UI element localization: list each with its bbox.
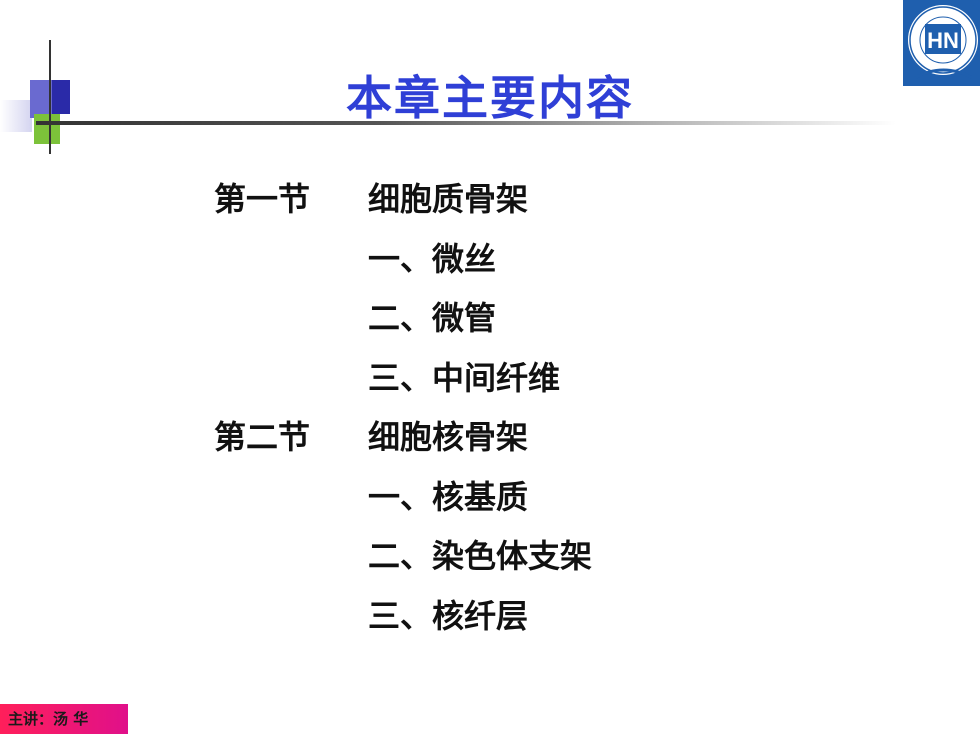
decor-square-purple [30, 80, 52, 118]
university-logo-icon: HN [903, 0, 980, 86]
outline-item-text: 一、核基质 [368, 477, 529, 516]
outline-item-text: 二、微管 [368, 299, 497, 337]
outline-section-label: 第二节 [214, 418, 311, 456]
logo-text: HN [927, 28, 959, 53]
outline-item-text: 二、染色体支架 [368, 537, 593, 575]
decor-gradient [0, 100, 32, 132]
outline-item-text: 一、微丝 [368, 239, 497, 278]
outline-item-text: 三、中间纤维 [368, 358, 561, 397]
slide-title: 本章主要内容 [346, 71, 634, 125]
outline-item-text: 细胞核骨架 [368, 418, 529, 456]
outline-item-text: 细胞质骨架 [368, 180, 529, 218]
outline-item-text: 三、核纤层 [368, 596, 529, 635]
outline-section-label: 第一节 [214, 180, 311, 218]
decor-square-blue [52, 80, 70, 114]
decor-vertical-line [49, 40, 51, 154]
title-underline [36, 121, 896, 125]
footer-presenter: 主讲：汤 华 [0, 704, 128, 734]
decor-square-green [34, 114, 60, 144]
